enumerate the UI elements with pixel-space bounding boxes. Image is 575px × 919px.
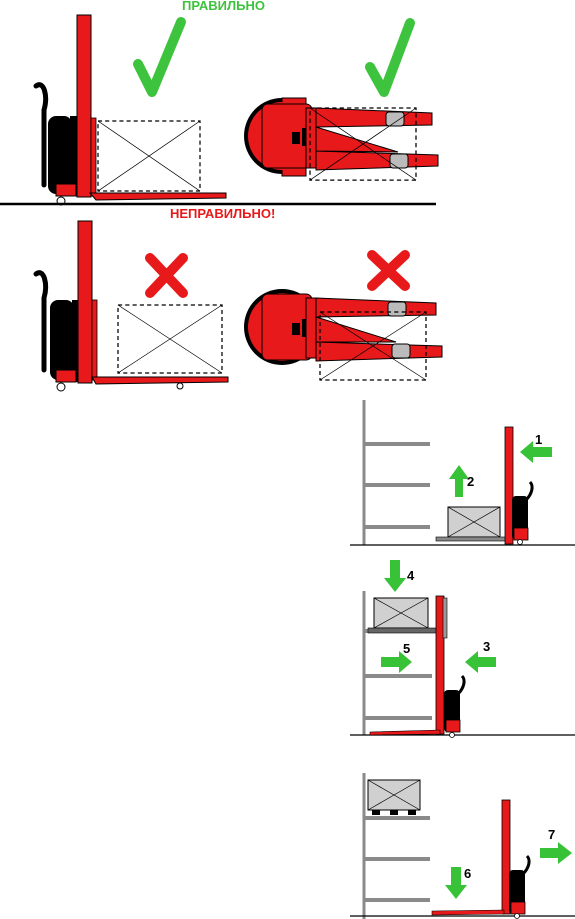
check-mark-icon	[365, 18, 415, 97]
step-number-1: 1	[535, 432, 542, 447]
heading-correct: ПРАВИЛЬНО	[182, 0, 265, 13]
arrow-left-icon	[520, 441, 552, 463]
step-number-2: 2	[467, 474, 474, 489]
step-number-3: 3	[483, 639, 490, 654]
step-number-4: 4	[407, 568, 415, 583]
arrow-down-icon	[445, 867, 467, 899]
arrow-down-icon	[384, 560, 406, 592]
stacker-top-view-incorrect	[244, 289, 443, 381]
stacker-side-view-correct	[33, 14, 227, 206]
heading-incorrect: НЕПРАВИЛЬНО!	[170, 206, 276, 221]
arrow-right-icon	[381, 651, 412, 673]
cross-mark-icon	[367, 250, 410, 291]
step-panel-1	[350, 400, 575, 546]
step-number-6: 6	[464, 866, 471, 881]
check-mark-icon	[133, 17, 186, 97]
step-number-7: 7	[548, 827, 555, 842]
step-panel-3	[350, 773, 575, 919]
stacker-top-view-correct	[244, 97, 439, 181]
cross-mark-icon	[145, 253, 188, 298]
step-number-5: 5	[403, 641, 410, 656]
stacker-side-view-incorrect	[33, 220, 229, 392]
step-panel-2	[350, 591, 575, 738]
arrow-right-icon	[540, 842, 572, 864]
arrow-left-icon	[465, 651, 496, 673]
arrow-up-icon	[449, 465, 469, 497]
